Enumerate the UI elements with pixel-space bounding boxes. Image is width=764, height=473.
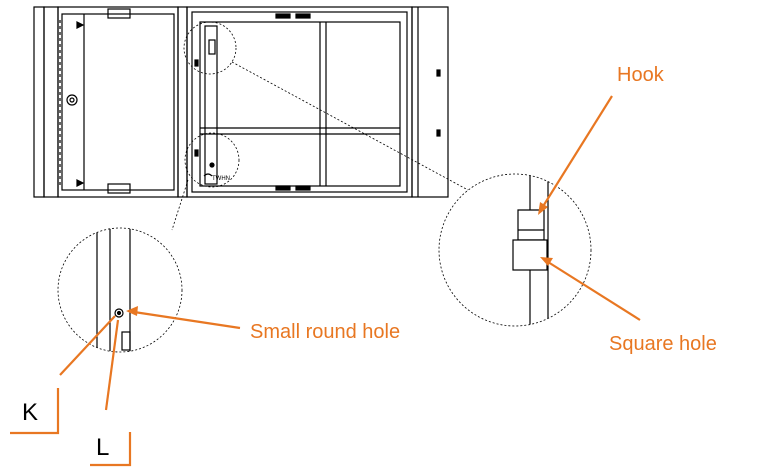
callout-arrows bbox=[10, 95, 641, 467]
k-label: K bbox=[22, 399, 38, 426]
cabinet-frame: TWHN bbox=[177, 6, 449, 198]
svg-text:TWHN: TWHN bbox=[212, 176, 230, 182]
magnified-detail-left bbox=[57, 227, 183, 353]
magnified-detail-right bbox=[438, 173, 592, 327]
detail-circle-bottom bbox=[184, 132, 240, 188]
hook-label: Hook bbox=[617, 64, 665, 86]
detail-circle-top bbox=[183, 21, 237, 75]
leader-line-left bbox=[171, 179, 189, 231]
leader-line-right bbox=[231, 61, 469, 191]
square-hole-label: Square hole bbox=[609, 333, 717, 355]
l-label: L bbox=[96, 434, 109, 461]
door-panel bbox=[33, 6, 179, 198]
small-round-hole-label: Small round hole bbox=[250, 321, 400, 343]
